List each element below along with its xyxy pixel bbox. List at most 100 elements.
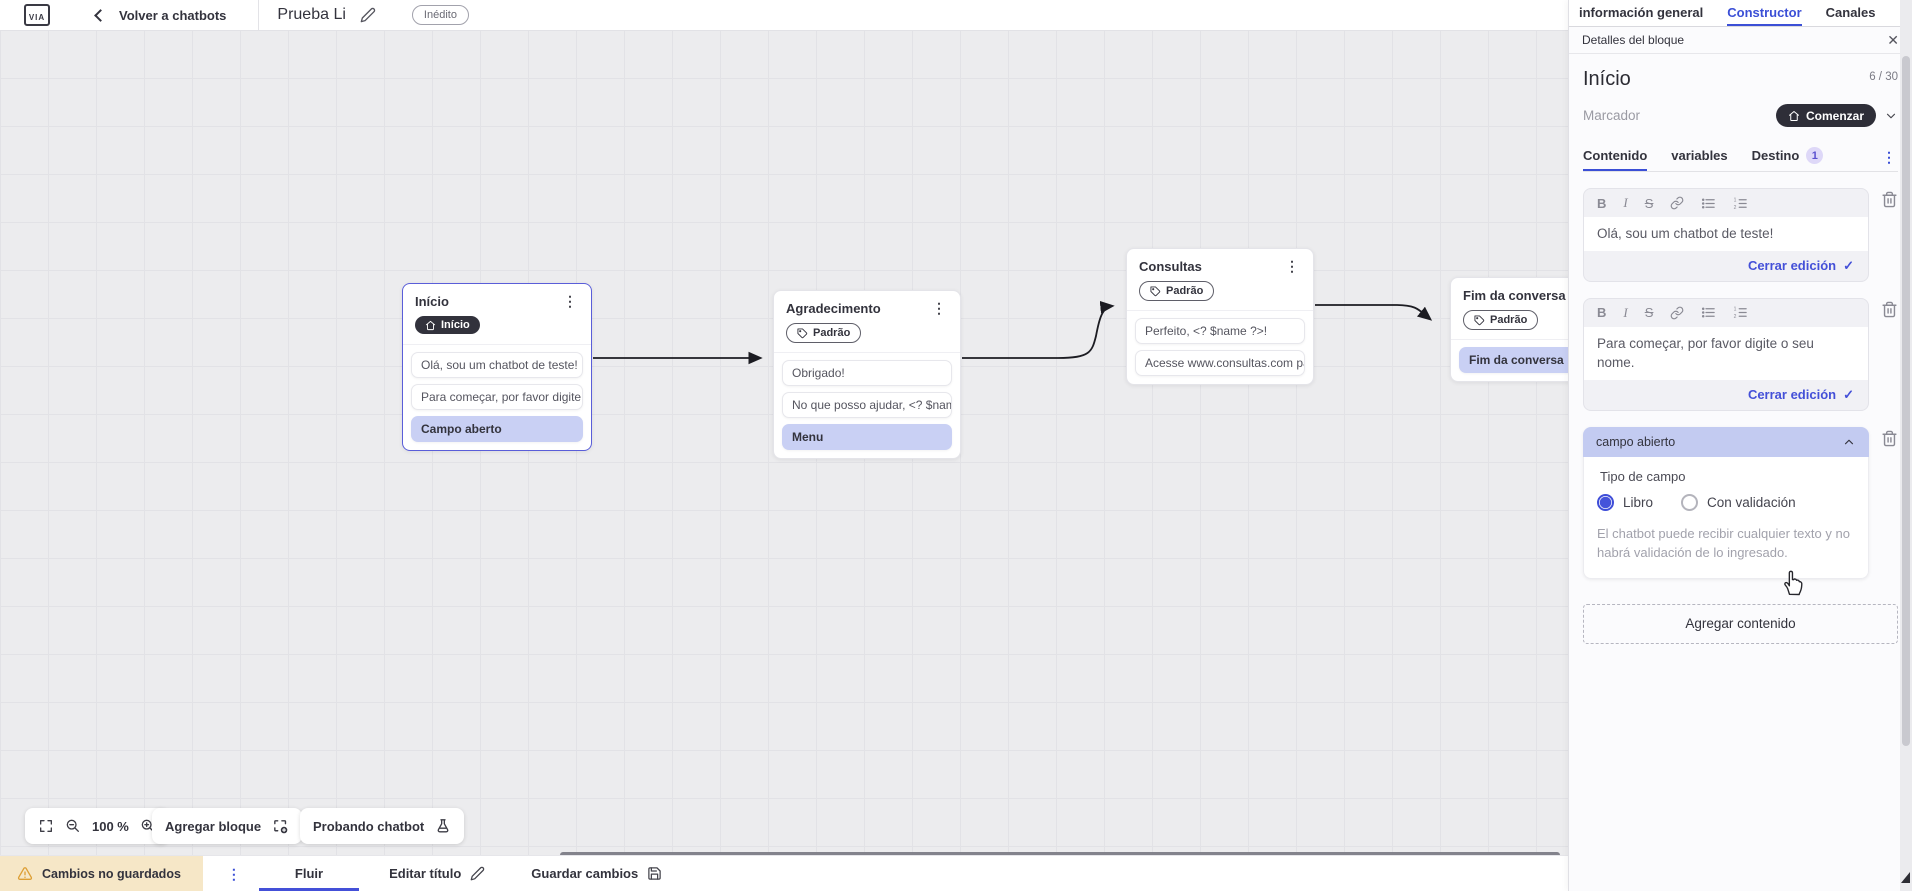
chatbot-title: Prueba Li (277, 6, 346, 23)
tab-destino[interactable]: Destino 1 (1752, 142, 1824, 171)
italic-icon[interactable]: I (1623, 304, 1628, 320)
flow-node-consultas[interactable]: Consultas ⋮ Padrão Perfeito, <? $name ?>… (1126, 248, 1314, 385)
fullscreen-icon[interactable] (38, 818, 54, 834)
block-detail-tabs: Contenido variables Destino 1 ⋮ (1583, 142, 1898, 172)
test-chatbot-button[interactable]: Probando chatbot (300, 808, 465, 844)
panel-scrollbar[interactable] (1900, 0, 1912, 891)
add-block-button[interactable]: Agregar bloque (152, 808, 303, 844)
tag-icon (1474, 314, 1485, 325)
check-icon: ✓ (1843, 257, 1854, 273)
italic-icon[interactable]: I (1623, 195, 1628, 210)
tab-canales[interactable]: Canales (1825, 4, 1876, 20)
delete-content-icon[interactable] (1881, 191, 1898, 208)
warning-icon (17, 866, 33, 880)
message-text-input[interactable]: Olá, sou um chatbot de teste! (1584, 217, 1868, 251)
bottombar: Cambios no guardados ⋮ Fluir Editar títu… (0, 855, 1568, 891)
back-to-chatbots-link[interactable]: Volver a chatbots (119, 7, 227, 23)
status-badge: Inédito (411, 5, 469, 25)
panel-scrollbar-thumb[interactable] (1902, 56, 1910, 746)
radio-option-libre[interactable]: Libro (1597, 493, 1653, 511)
add-content-button[interactable]: Agregar contenido (1583, 603, 1898, 644)
home-icon (1788, 110, 1799, 121)
field-type-description: El chatbot puede recibir cualquier texto… (1597, 525, 1850, 561)
node-content-item[interactable]: Obrigado! (782, 359, 952, 386)
tab-constructor[interactable]: Constructor (1727, 0, 1802, 26)
node-content-item[interactable]: Para começar, por favor digite o ... (411, 383, 583, 410)
node-open-field-item[interactable]: Campo aberto (411, 415, 583, 442)
radio-unselected-icon[interactable] (1681, 493, 1699, 511)
node-menu-item[interactable]: Menu (782, 423, 952, 450)
node-default-badge: Padrão (1139, 281, 1215, 301)
node-title: Agradecimento (786, 301, 881, 316)
add-block-icon (274, 819, 288, 833)
tag-icon (1150, 285, 1161, 296)
close-edit-button[interactable]: Cerrar edición✓ (1747, 257, 1854, 274)
bullet-list-icon[interactable] (1701, 196, 1716, 211)
tab-contenido[interactable]: Contenido (1583, 142, 1648, 171)
chevron-up-icon[interactable] (1842, 435, 1856, 449)
field-type-label: Tipo de campo (1600, 468, 1686, 484)
flow-node-inicio[interactable]: Início ⋮ Início Olá, sou um chatbot de t… (402, 283, 592, 451)
delete-open-field-icon[interactable] (1881, 430, 1898, 447)
bullet-list-icon[interactable] (1701, 305, 1716, 320)
svg-text:1: 1 (1734, 197, 1737, 203)
unsaved-changes-banner: Cambios no guardados (0, 856, 203, 891)
node-title: Consultas (1139, 259, 1202, 274)
edit-title-button[interactable]: Editar título (389, 866, 485, 881)
strikethrough-icon[interactable]: S (1644, 305, 1654, 321)
node-content-item[interactable]: No que posso ajudar, <? $name ... (782, 391, 952, 418)
node-content-item[interactable]: Acesse www.consultas.com par... (1135, 349, 1305, 376)
save-changes-button[interactable]: Guardar cambios (531, 866, 662, 881)
radio-option-con-validacion[interactable]: Con validación (1681, 493, 1796, 511)
marker-value-pill[interactable]: Comenzar (1775, 104, 1876, 127)
flow-options-menu-icon[interactable]: ⋮ (226, 865, 241, 882)
close-panel-icon[interactable]: ✕ (1887, 31, 1899, 48)
topbar-divider (258, 0, 260, 30)
tabs-options-menu-icon[interactable]: ⋮ (1882, 148, 1896, 165)
tab-variables[interactable]: variables (1671, 148, 1728, 163)
bold-icon[interactable]: B (1597, 195, 1607, 211)
panel-body: Início 6 / 30 Marcador Comenzar Contenid… (1569, 54, 1912, 891)
node-menu-icon[interactable]: ⋮ (563, 293, 577, 309)
block-name[interactable]: Início (1583, 68, 1631, 90)
numbered-list-icon[interactable]: 12 (1733, 196, 1748, 211)
open-field-card: campo abierto Tipo de campo Libro Con va… (1583, 426, 1869, 579)
tab-informacion-general[interactable]: información general (1579, 4, 1704, 20)
node-content-item[interactable]: Olá, sou um chatbot de teste! (411, 351, 583, 378)
flow-node-agradecimento[interactable]: Agradecimento ⋮ Padrão Obrigado! No que … (773, 290, 961, 459)
node-title: Fim da conversa (1463, 288, 1566, 303)
open-field-header[interactable]: campo abierto (1583, 426, 1869, 457)
flow-tab[interactable]: Fluir (258, 856, 360, 891)
close-edit-button[interactable]: Cerrar edición✓ (1747, 386, 1854, 403)
topbar: VIA Volver a chatbots Prueba Li Inédito (0, 0, 1568, 30)
open-field-body: Tipo de campo Libro Con validación El ch… (1583, 456, 1869, 579)
save-icon (648, 867, 661, 880)
marker-label: Marcador (1583, 108, 1641, 123)
delete-content-icon[interactable] (1881, 301, 1898, 318)
svg-text:2: 2 (1734, 314, 1737, 320)
node-content-item[interactable]: Perfeito, <? $name ?>! (1135, 317, 1305, 344)
zoom-out-icon[interactable] (65, 818, 81, 834)
node-start-badge: Início (415, 316, 480, 334)
node-default-badge: Padrão (786, 323, 862, 343)
chevron-down-icon[interactable] (1884, 109, 1898, 123)
strikethrough-icon[interactable]: S (1644, 195, 1654, 211)
svg-text:2: 2 (1734, 205, 1737, 211)
zoom-in-icon[interactable] (140, 818, 156, 834)
radio-selected-icon[interactable] (1597, 493, 1614, 511)
node-menu-icon[interactable]: ⋮ (932, 300, 946, 316)
bold-icon[interactable]: B (1597, 305, 1607, 321)
link-icon[interactable] (1670, 306, 1684, 320)
back-chevron-icon[interactable] (94, 8, 107, 22)
edit-title-pencil-icon[interactable] (360, 7, 376, 23)
numbered-list-icon[interactable]: 12 (1733, 305, 1748, 320)
node-menu-icon[interactable]: ⋮ (1285, 258, 1299, 274)
check-icon: ✓ (1843, 386, 1854, 402)
link-icon[interactable] (1670, 196, 1684, 210)
app-logo: VIA (24, 4, 50, 26)
message-text-input[interactable]: Para começar, por favor digite o seu nom… (1584, 326, 1868, 380)
